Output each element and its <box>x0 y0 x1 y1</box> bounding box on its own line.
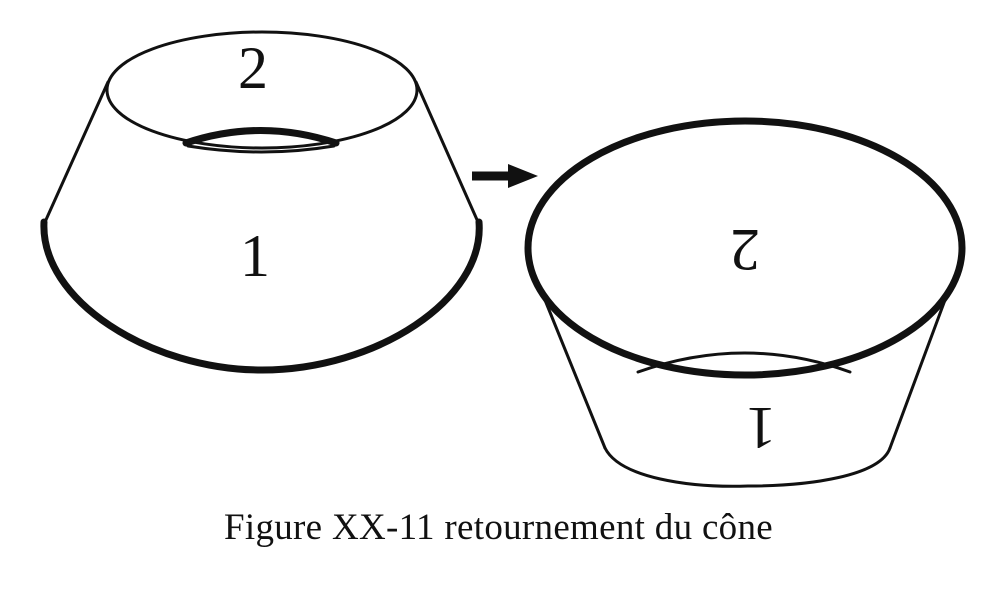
figure-caption: Figure XX-11 retournement du cône <box>224 507 773 548</box>
left-cone-top-rim <box>105 30 419 150</box>
left-cone-right-side <box>414 80 480 224</box>
left-cone-inner-hole-lower <box>186 144 336 154</box>
left-cone-side-label: 1 <box>240 223 270 289</box>
right-cone-top-rim <box>524 117 966 379</box>
right-cone: 2 1 <box>524 117 966 488</box>
right-cone-right-side <box>888 298 947 450</box>
left-cone-left-side <box>43 80 110 224</box>
right-cone-left-side <box>543 298 607 450</box>
right-cone-inner-bottom <box>636 351 852 374</box>
left-cone-top-label: 2 <box>238 35 268 101</box>
right-cone-side-label: 1 <box>746 395 776 461</box>
left-cone-bottom-rim <box>40 218 483 374</box>
left-cone: 2 1 <box>40 30 483 374</box>
right-cone-bottom-rim <box>603 446 892 488</box>
right-cone-inner-label: 2 <box>730 217 760 283</box>
right-arrow-icon <box>472 164 538 188</box>
left-cone-inner-hole <box>182 127 340 147</box>
